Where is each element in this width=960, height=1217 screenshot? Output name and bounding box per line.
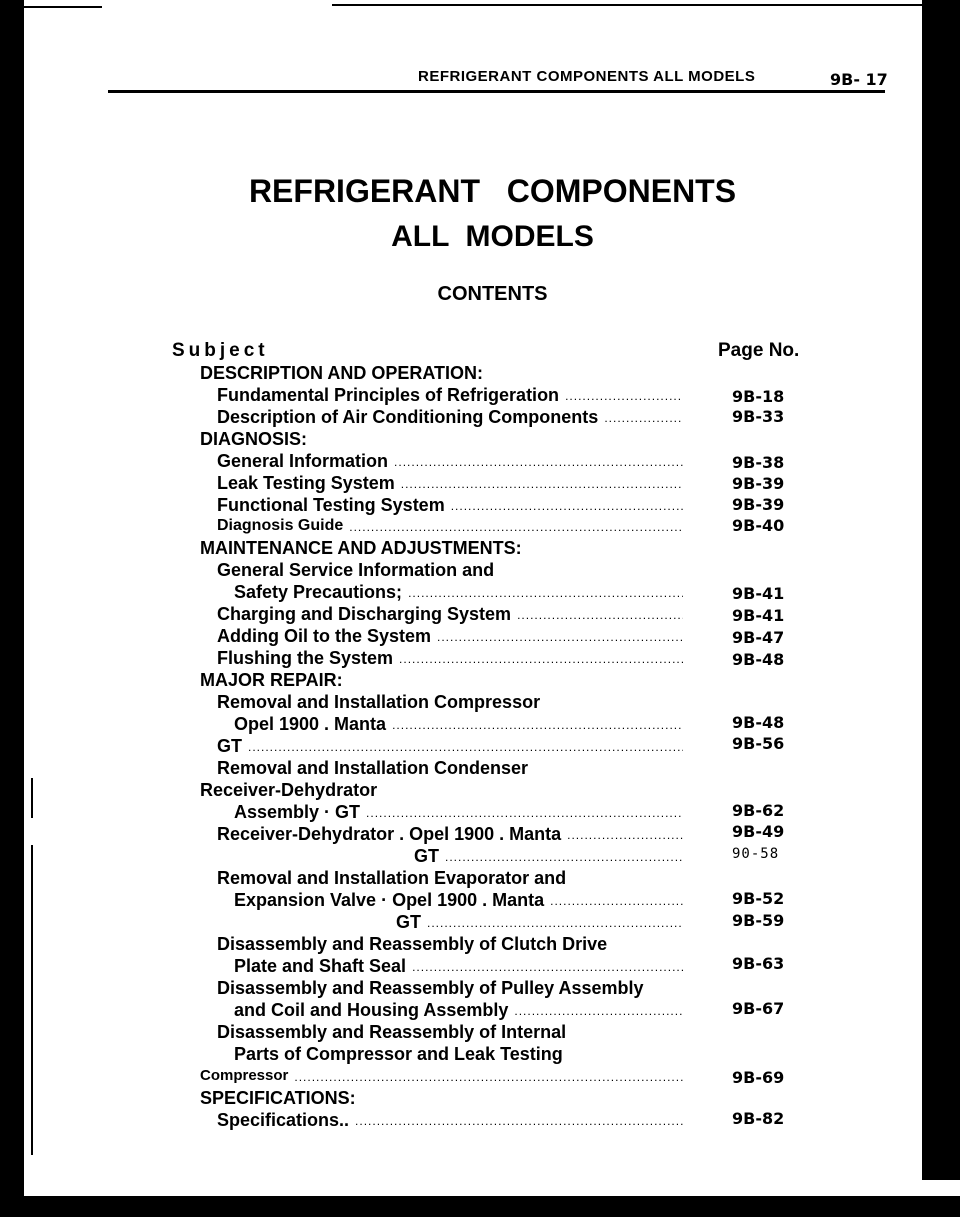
toc-entry: Disassembly and Reassembly of Internal	[217, 1022, 567, 1042]
toc-entry: Diagnosis Guide	[217, 515, 683, 537]
toc-page-number: 9B-41	[732, 606, 785, 625]
toc-page-number: 9B-39	[732, 495, 785, 514]
toc-entry: Flushing the System	[217, 647, 683, 669]
toc-page-number: 9B-48	[732, 650, 785, 669]
toc-entry: Leak Testing System	[217, 472, 683, 494]
subject-column-label: Subject	[172, 340, 269, 361]
toc-page-number: 9B-41	[732, 584, 785, 603]
dot-leader	[408, 581, 683, 603]
toc-entry: and Coil and Housing Assembly	[234, 999, 683, 1021]
dot-leader	[248, 735, 683, 757]
toc-page-number: 9B-62	[732, 801, 785, 820]
scan-border-bottom	[0, 1196, 960, 1217]
dot-leader	[517, 603, 683, 625]
toc-entry: GT	[396, 911, 683, 933]
toc-entry: Removal and Installation Condenser	[217, 758, 529, 778]
header-rule	[108, 90, 885, 93]
toc-section-heading: DESCRIPTION AND OPERATION:	[200, 363, 484, 383]
toc-page-number: 9B-40	[732, 516, 785, 535]
toc-entry: Charging and Discharging System	[217, 603, 683, 625]
dot-leader	[604, 406, 683, 428]
scan-artifact-line	[31, 845, 33, 1155]
scan-edge-top-right	[332, 4, 922, 6]
document-title-line-1: REFRIGERANT COMPONENTS	[248, 173, 737, 209]
dot-leader	[451, 494, 683, 516]
toc-entry: Opel 1900 . Manta	[234, 713, 683, 735]
toc-entry: Receiver-Dehydrator	[200, 780, 378, 800]
toc-page-number: 9B-38	[732, 453, 785, 472]
toc-section-heading: MAJOR REPAIR:	[200, 670, 343, 690]
dot-leader	[401, 472, 683, 494]
scan-border-left	[0, 0, 24, 1217]
toc-page-number: 90-58	[732, 846, 780, 862]
toc-page-number: 9B-69	[732, 1068, 785, 1087]
document-title-line-2: ALL MODELS	[391, 220, 594, 253]
dot-leader	[412, 955, 683, 977]
toc-entry: Description of Air Conditioning Componen…	[217, 406, 683, 428]
toc-page-number: 9B-49	[732, 822, 785, 841]
toc-page-number: 9B-63	[732, 954, 785, 973]
toc-entry: Assembly · GT	[234, 801, 683, 823]
toc-entry: Specifications..	[217, 1109, 683, 1131]
dot-leader	[399, 647, 683, 669]
dot-leader	[427, 911, 683, 933]
toc-entry: Adding Oil to the System	[217, 625, 683, 647]
contents-heading: CONTENTS	[437, 283, 548, 305]
toc-page-number: 9B-39	[732, 474, 785, 493]
toc-entry: Safety Precautions;	[234, 581, 683, 603]
toc-entry: Compressor	[200, 1065, 683, 1087]
toc-entry: Parts of Compressor and Leak Testing	[234, 1044, 563, 1064]
dot-leader	[567, 823, 683, 845]
toc-entry: Functional Testing System	[217, 494, 683, 516]
scan-border-right	[922, 0, 960, 1180]
dot-leader	[437, 625, 683, 647]
page-number-column-label: Page No.	[718, 340, 800, 361]
dot-leader	[294, 1065, 683, 1087]
dot-leader	[349, 515, 683, 537]
toc-page-number: 9B-47	[732, 628, 785, 647]
running-header-title: REFRIGERANT COMPONENTS ALL MODELS	[418, 68, 756, 85]
toc-entry: Disassembly and Reassembly of Clutch Dri…	[217, 934, 608, 954]
dot-leader	[392, 713, 683, 735]
running-header-page-number: 9B- 17	[830, 70, 888, 89]
dot-leader	[550, 889, 683, 911]
toc-page-number: 9B-56	[732, 734, 785, 753]
toc-entry: Fundamental Principles of Refrigeration	[217, 384, 683, 406]
dot-leader	[445, 845, 683, 867]
scan-edge-top-left	[24, 6, 102, 8]
toc-page-number: 9B-33	[732, 407, 785, 426]
toc-entry: Removal and Installation Evaporator and	[217, 868, 567, 888]
toc-entry: Removal and Installation Compressor	[217, 692, 541, 712]
toc-page-number: 9B-59	[732, 911, 785, 930]
toc-entry: GT	[217, 735, 683, 757]
toc-section-heading: SPECIFICATIONS:	[200, 1088, 356, 1108]
toc-section-heading: MAINTENANCE AND ADJUSTMENTS:	[200, 538, 522, 558]
toc-entry: General Service Information and	[217, 560, 495, 580]
toc-entry: Receiver-Dehydrator . Opel 1900 . Manta	[217, 823, 683, 845]
toc-section-heading: DIAGNOSIS:	[200, 429, 308, 449]
toc-page-number: 9B-82	[732, 1109, 785, 1128]
toc-entry: Expansion Valve · Opel 1900 . Manta	[234, 889, 683, 911]
toc-entry: Disassembly and Reassembly of Pulley Ass…	[217, 978, 644, 998]
dot-leader	[565, 384, 683, 406]
toc-page-number: 9B-48	[732, 713, 785, 732]
toc-page-number: 9B-52	[732, 889, 785, 908]
toc-entry: Plate and Shaft Seal	[234, 955, 683, 977]
toc-page-number: 9B-67	[732, 999, 785, 1018]
dot-leader	[355, 1109, 683, 1131]
toc-page-number: 9B-18	[732, 387, 785, 406]
dot-leader	[514, 999, 683, 1021]
toc-entry: GT	[414, 845, 683, 867]
scan-artifact-line	[31, 778, 33, 818]
toc-entry: General Information	[217, 450, 683, 472]
dot-leader	[394, 450, 683, 472]
dot-leader	[366, 801, 683, 823]
